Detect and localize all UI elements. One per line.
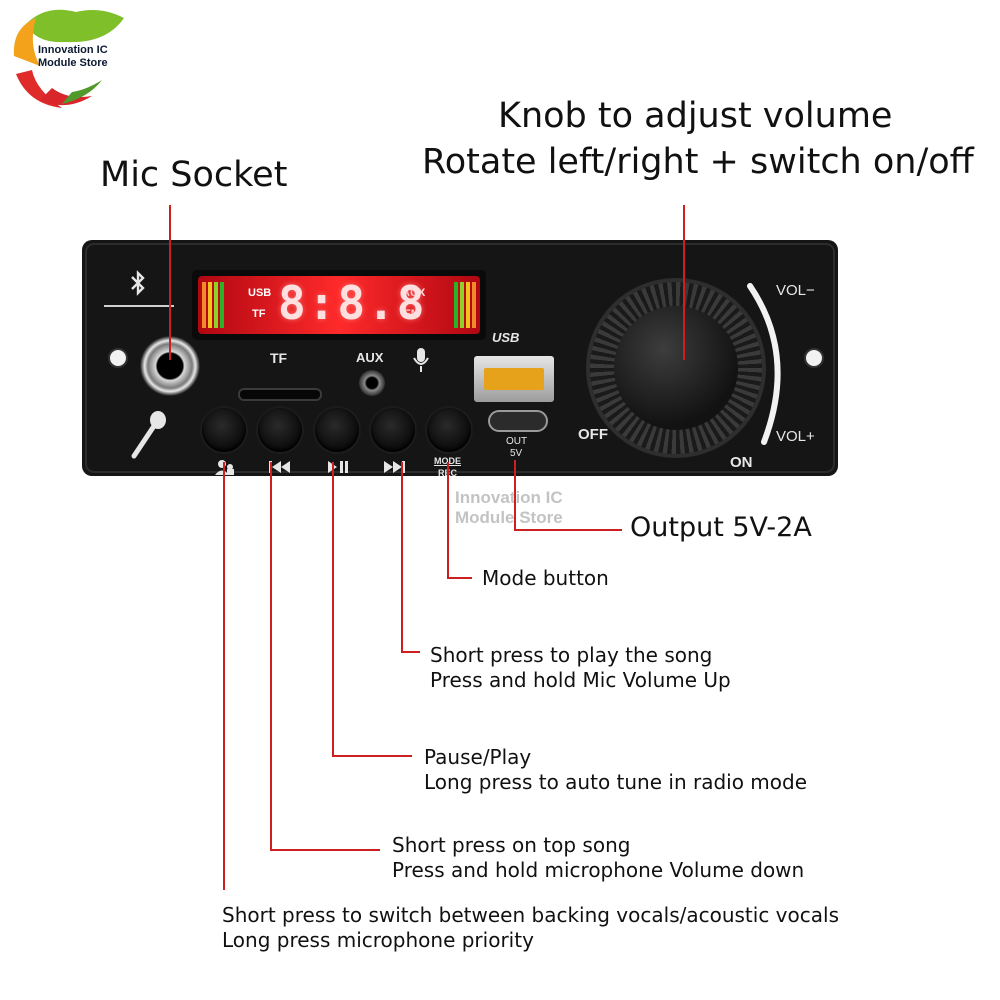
play-pause-button[interactable] [315,408,359,452]
mode-label: MODE [434,456,461,466]
aux-label: AUX [356,350,384,365]
lcd-fm-label: FM [404,308,420,320]
logo-line-2: Module Store [38,57,108,69]
pause-callout [332,462,412,757]
bluetooth-icon [131,270,145,296]
previous-annotation-line-2: Press and hold microphone Volume down [392,858,805,882]
level-meter-icon [202,282,476,328]
logo-line-1: Innovation IC [38,44,108,56]
next-button[interactable] [371,408,415,452]
aux-jack[interactable] [359,370,385,396]
pause-annotation-line-1: Pause/Play [424,745,532,769]
watermark: Innovation IC Module Store [455,488,563,528]
mic-input-icon [413,348,429,372]
mode-annotation: Mode button [482,566,609,590]
vol-minus-label: VOL− [776,282,815,299]
vocal-annotation-line-1: Short press to switch between backing vo… [222,903,839,927]
previous-button[interactable] [258,408,302,452]
output-callout [514,460,622,531]
volume-knob[interactable] [590,282,762,454]
microphone-icon [131,411,166,459]
lcd-display: USB TF AUX FM 8:8.8 [192,270,486,340]
type-c-port[interactable] [490,412,546,430]
vocal-button[interactable] [202,408,246,452]
store-logo: Innovation IC Module Store [6,4,128,112]
knob-title-line-1: Knob to adjust volume [498,96,893,136]
usb-port[interactable] [474,356,554,402]
next-annotation-line-1: Short press to play the song [430,643,713,667]
lcd-aux-label: AUX [402,287,426,299]
lcd-digits: 8:8.8 [278,276,427,330]
on-label: ON [730,454,753,471]
out-label: OUT [506,436,528,447]
knob-title-line-2: Rotate left/right + switch on/off [422,142,974,182]
usb-logo-label: USB [492,330,520,345]
mic-socket-title: Mic Socket [100,155,288,195]
watermark-line-1: Innovation IC [455,488,563,507]
next-callout [401,462,420,653]
lcd-tf-label: TF [252,308,266,320]
mode-button[interactable] [427,408,471,452]
previous-callout [270,462,380,851]
vol-plus-label: VOL+ [776,428,815,445]
mode-callout [447,462,472,579]
next-icon [384,461,405,473]
vocal-annotation-line-2: Long press microphone priority [222,928,534,952]
output-annotation: Output 5V-2A [630,512,812,543]
pause-annotation-line-2: Long press to auto tune in radio mode [424,770,808,794]
module-panel: USB TF AUX FM 8:8.8 TF AUX USB OUT 5V [82,240,838,478]
volume-arc [747,283,781,445]
store-logo-icon [13,9,124,108]
lcd-screen [198,276,480,334]
watermark-line-2: Module Store [455,508,563,527]
out-voltage-label: 5V [510,448,523,459]
next-annotation-line-2: Press and hold Mic Volume Up [430,668,731,692]
lcd-usb-label: USB [248,287,272,299]
off-label: OFF [578,426,608,443]
tf-label: TF [270,350,288,366]
previous-annotation-line-1: Short press on top song [392,833,631,857]
tf-card-slot[interactable] [240,390,320,399]
